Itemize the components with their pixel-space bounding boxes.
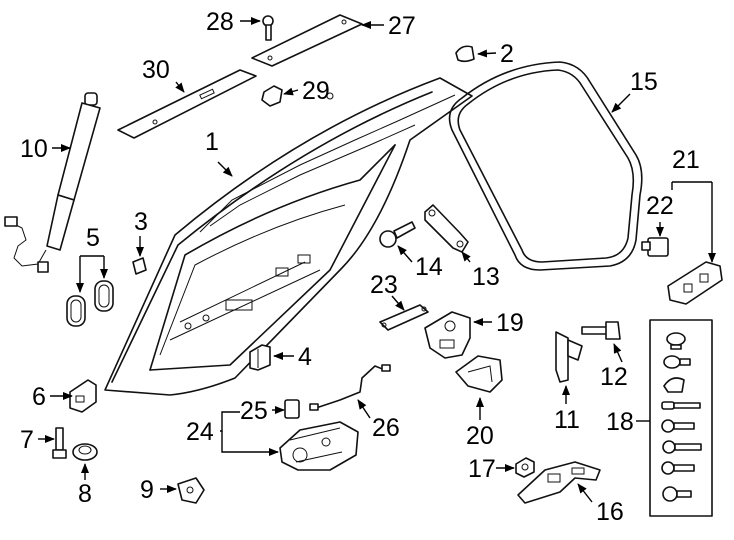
callout-4: 4 [298,343,312,371]
cap-clip [455,45,475,63]
callout-23: 23 [370,271,398,299]
callout-14: 14 [415,253,443,281]
callout-5: 5 [86,224,100,252]
screw-14 [379,221,416,248]
callout-16: 16 [596,498,624,526]
callout-24: 24 [186,418,214,446]
callout-3: 3 [134,208,148,236]
callout-9: 9 [140,476,154,504]
hinge-arm-11 [555,331,583,383]
lock-actuator [279,421,359,471]
callout-30: 30 [142,56,170,84]
nut-8 [72,443,98,461]
callout-26: 26 [372,414,400,442]
callout-15: 15 [630,68,658,96]
callout-12: 12 [600,363,628,391]
fastener-kit [649,319,713,517]
grommet-pair [66,280,114,327]
sensor-22 [641,237,669,257]
callout-1: 1 [205,128,219,156]
callout-20: 20 [466,422,494,450]
bracket-9 [177,477,205,504]
callout-22: 22 [646,192,674,220]
callout-25: 25 [240,397,268,425]
screw-28 [262,15,274,41]
switch-23 [379,304,429,331]
callout-7: 7 [20,426,34,454]
callout-13: 13 [472,263,500,291]
bolt-12 [581,321,621,340]
striker-cover [455,355,503,393]
bolt-7 [52,427,67,459]
bracket-4 [249,344,271,371]
liftgate-panel [104,77,473,396]
hinge-6 [69,379,97,413]
callout-6: 6 [32,383,46,411]
callout-17: 17 [468,455,496,483]
callout-21: 21 [672,146,700,174]
callout-labels: 1 2 3 4 5 6 7 8 9 10 11 12 13 14 15 16 1… [20,8,700,526]
small-clip [132,257,147,275]
latch-19 [424,311,471,359]
applique-30 [117,69,257,139]
switch-assembly [667,261,723,305]
lock-striker [517,461,601,504]
callout-11: 11 [554,406,580,434]
hinge-plate-13 [424,204,469,253]
nut-17 [515,457,535,478]
callout-2: 2 [500,40,514,68]
callout-29: 29 [302,77,330,105]
callout-8: 8 [78,480,92,508]
callout-19: 19 [496,309,524,337]
weatherstrip-seal [448,61,643,271]
connector-25 [284,399,300,419]
callout-18: 18 [606,408,634,436]
callout-10: 10 [20,135,48,163]
gas-strut [4,92,101,273]
leader-lines [38,17,716,503]
callout-28: 28 [206,8,234,36]
callout-27: 27 [388,12,416,40]
clip-29 [261,85,283,107]
release-cable [309,364,391,411]
